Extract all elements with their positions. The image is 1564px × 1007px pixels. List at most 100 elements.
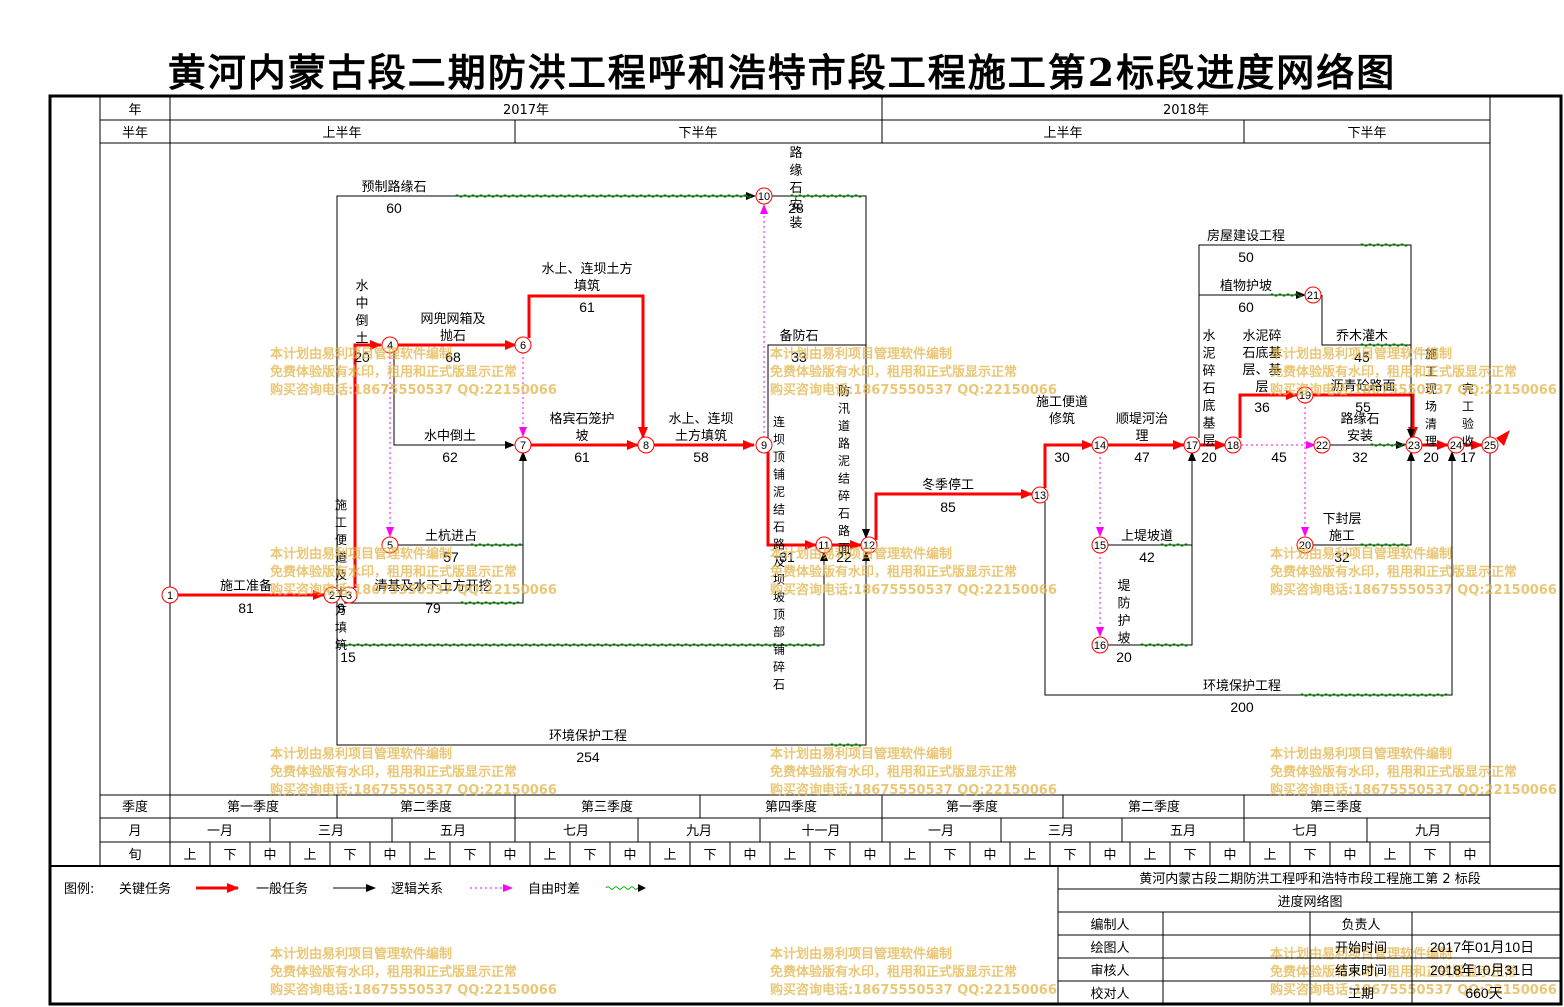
watermark-text: 本计划由易利项目管理软件编制 xyxy=(770,546,952,562)
task-duration: 45 xyxy=(1354,349,1370,365)
xun-label: 下 xyxy=(583,848,596,863)
half-label: 上半年 xyxy=(322,126,361,141)
year-row-label: 年 xyxy=(128,103,141,118)
watermark-text: 免费体验版有水印，租用和正式版显示正常 xyxy=(1270,964,1517,980)
task-name: 完工验收 xyxy=(1462,381,1474,449)
network-node: 5 xyxy=(381,536,399,554)
month-label: 七月 xyxy=(563,824,589,839)
task-name: 清基及水下土方开挖 xyxy=(374,578,491,594)
node-number: 3 xyxy=(346,590,352,602)
xun-label: 中 xyxy=(1463,848,1476,863)
watermark-text: 购买咨询电话:18675550537 QQ:22150066 xyxy=(270,582,557,598)
task-name: 下封层施工 xyxy=(1322,512,1361,544)
xun-label: 中 xyxy=(1343,848,1356,863)
half-row-label: 半年 xyxy=(122,126,148,141)
info-duration: 660天 xyxy=(1465,985,1502,1001)
network-node: 18 xyxy=(1224,436,1242,454)
task-duration: 57 xyxy=(443,549,459,565)
network-node: 13 xyxy=(1031,486,1049,504)
network-node: 20 xyxy=(1296,536,1314,554)
task-duration: 85 xyxy=(940,499,956,515)
month-label: 十一月 xyxy=(801,824,840,839)
task-duration: 200 xyxy=(1230,699,1254,715)
xun-label: 中 xyxy=(263,848,276,863)
network-node: 2 xyxy=(323,586,341,604)
task-name: 格宾石笼护坡 xyxy=(549,411,614,444)
quarter-row-label: 季度 xyxy=(122,799,148,815)
xun-label: 上 xyxy=(423,848,436,863)
network-node: 7 xyxy=(514,436,532,454)
task-duration: 50 xyxy=(1238,249,1254,265)
task-name: 备防石 xyxy=(779,328,818,344)
watermark-text: 购买咨询电话:18675550537 QQ:22150066 xyxy=(270,382,557,398)
watermark-text: 本计划由易利项目管理软件编制 xyxy=(270,746,452,762)
legend-label: 图例: xyxy=(64,882,94,897)
task-name: 土杭进占 xyxy=(425,529,477,544)
task-name: 水泥碎石底基层、基层 xyxy=(1242,329,1281,395)
xun-label: 上 xyxy=(303,848,316,863)
info-label: 审核人 xyxy=(1090,964,1129,979)
xun-label: 下 xyxy=(1183,848,1196,863)
node-number: 18 xyxy=(1227,440,1239,452)
node-number: 9 xyxy=(761,440,767,452)
node-circle xyxy=(381,336,399,354)
task-name: 预制路缘石 xyxy=(361,179,426,195)
node-number: 25 xyxy=(1484,440,1496,452)
task-duration: 32 xyxy=(1352,449,1368,465)
node-circle xyxy=(381,536,399,554)
xun-label: 中 xyxy=(863,848,876,863)
network-node: 22 xyxy=(1313,436,1331,454)
xun-row-label: 旬 xyxy=(128,848,141,863)
node-number: 16 xyxy=(1094,640,1106,652)
task-duration: 17 xyxy=(1460,449,1476,465)
node-number: 24 xyxy=(1450,440,1462,452)
network-node: 10 xyxy=(755,187,773,205)
legend-logic-label: 逻辑关系 xyxy=(391,882,443,897)
task-duration: 60 xyxy=(1238,299,1254,315)
network-node: 23 xyxy=(1405,436,1423,454)
watermark-text: 购买咨询电话:18675550537 QQ:22150066 xyxy=(770,982,1057,998)
node-circle xyxy=(1405,436,1423,454)
node-number: 4 xyxy=(387,340,393,352)
quarter-label: 第三季度 xyxy=(1310,799,1362,815)
network-node: 1 xyxy=(161,586,179,604)
info-label: 开始时间 xyxy=(1335,941,1387,956)
node-circle xyxy=(514,436,532,454)
node-circle xyxy=(1091,436,1109,454)
task-duration: 58 xyxy=(693,449,709,465)
task-name: 施工准备 xyxy=(220,578,272,594)
quarter-label: 第一季度 xyxy=(227,799,279,815)
task-duration: 32 xyxy=(1334,549,1350,565)
node-number: 17 xyxy=(1186,440,1198,452)
task-duration: 22 xyxy=(836,549,852,565)
grid-lines xyxy=(50,96,1561,867)
task-name: 水泥碎石底基层 xyxy=(1202,329,1215,449)
xun-label: 下 xyxy=(1423,848,1436,863)
task-duration: 9 xyxy=(337,600,345,616)
node-number: 21 xyxy=(1307,290,1319,302)
legend-float-wave xyxy=(605,886,639,890)
node-number: 5 xyxy=(387,540,393,552)
month-label: 九月 xyxy=(1415,824,1441,839)
network-node: 14 xyxy=(1091,436,1109,454)
watermark-text: 购买咨询电话:18675550537 QQ:22150066 xyxy=(1270,382,1557,398)
watermark-text: 本计划由易利项目管理软件编制 xyxy=(770,946,952,962)
legend-float-label: 自由时差 xyxy=(528,882,580,897)
task-duration: 45 xyxy=(1271,449,1287,465)
month-label: 三月 xyxy=(1048,824,1074,839)
task-duration: 60 xyxy=(386,200,402,216)
node-number: 6 xyxy=(520,340,526,352)
watermark-text: 购买咨询电话:18675550537 QQ:22150066 xyxy=(1270,982,1557,998)
node-circle xyxy=(755,187,773,205)
task-name: 水上、连坝土方填筑 xyxy=(541,261,632,294)
xun-label: 中 xyxy=(623,848,636,863)
node-number: 10 xyxy=(758,191,770,203)
xun-label: 上 xyxy=(1383,848,1396,863)
watermark-text: 本计划由易利项目管理软件编制 xyxy=(1270,346,1452,362)
month-label: 九月 xyxy=(686,824,712,839)
node-number: 19 xyxy=(1299,390,1311,402)
year-label: 2017年 xyxy=(503,103,549,118)
month-row-label: 月 xyxy=(128,824,141,839)
quarter-label: 第一季度 xyxy=(946,799,998,815)
node-circle xyxy=(1091,636,1109,654)
